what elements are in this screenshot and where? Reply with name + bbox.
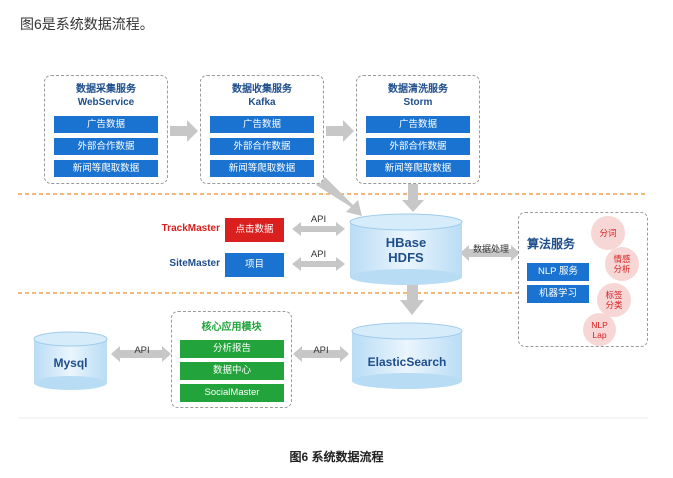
nlp-service-item: NLP 服务 <box>527 263 589 281</box>
trackmaster-label: TrackMaster <box>161 223 220 234</box>
service-subtitle: WebService <box>77 97 135 108</box>
circle-word-segmentation: 分词 <box>591 216 625 250</box>
service-item: 新闻等爬取数据 <box>366 160 470 177</box>
core-title: 核心应用模块 <box>201 322 262 333</box>
service-box-webservice: 数据采集服务 WebService 广告数据 外部合作数据 新闻等爬取数据 <box>44 75 168 184</box>
arrow-storm-to-hbase <box>402 184 424 212</box>
project-box: 项目 <box>225 253 284 277</box>
service-item: 广告数据 <box>366 116 470 133</box>
arrow-api-trackmaster <box>292 222 345 236</box>
circle-nlp-lap: NLP Lap <box>583 313 616 346</box>
arrow-service1-to-2 <box>170 120 198 142</box>
hbase-line2: HDFS <box>388 250 424 265</box>
service-item: 广告数据 <box>210 116 314 133</box>
service-item: 外部合作数据 <box>54 138 158 155</box>
intro-text: 图6是系统数据流程。 <box>20 16 154 32</box>
arrow-api-es <box>293 346 349 362</box>
service-item: 新闻等爬取数据 <box>210 160 314 177</box>
arrow-data-processing <box>460 245 520 261</box>
core-item: 数据中心 <box>180 362 284 380</box>
mysql-cylinder <box>33 331 108 390</box>
data-processing-label: 数据处理 <box>472 244 509 254</box>
service-item: 外部合作数据 <box>210 138 314 155</box>
core-module-box: 核心应用模块 分析报告 数据中心 SocialMaster <box>171 311 292 408</box>
algorithm-title: 算法服务 <box>527 237 576 251</box>
core-item: 分析报告 <box>180 340 284 358</box>
machine-learning-item: 机器学习 <box>527 285 589 303</box>
api-label-es: API <box>313 345 329 356</box>
click-data-box: 点击数据 <box>225 218 284 242</box>
hbase-cylinder <box>349 213 463 285</box>
arrow-api-mysql <box>111 346 171 362</box>
arrow-hbase-to-es <box>400 284 424 315</box>
service-title: 数据采集服务 <box>76 84 136 95</box>
api-label-trackmaster: API <box>310 214 327 225</box>
service-box-kafka: 数据收集服务 Kafka 广告数据 外部合作数据 新闻等爬取数据 <box>200 75 324 184</box>
hbase-label: HBase HDFS <box>350 235 462 265</box>
arrow-service2-to-3 <box>326 120 354 142</box>
circle-tag-classification: 标签 分类 <box>597 283 631 317</box>
service-item: 新闻等爬取数据 <box>54 160 158 177</box>
arrow-kafka-to-hbase <box>316 177 362 216</box>
elasticsearch-cylinder <box>351 322 463 389</box>
service-item: 广告数据 <box>54 116 158 133</box>
api-label-sitemaster: API <box>310 249 327 260</box>
elasticsearch-label: ElasticSearch <box>367 355 447 369</box>
service-title: 数据清洗服务 <box>388 84 448 95</box>
algorithm-service-box: 算法服务 NLP 服务 机器学习 分词 情感 分析 标签 分类 NLP Lap <box>518 212 648 347</box>
service-subtitle: Storm <box>403 97 433 108</box>
service-item: 外部合作数据 <box>366 138 470 155</box>
api-label-mysql: API <box>134 345 150 356</box>
core-item: SocialMaster <box>180 384 284 402</box>
circle-sentiment-analysis: 情感 分析 <box>605 247 639 281</box>
mysql-label: Mysql <box>53 356 88 370</box>
service-box-storm: 数据清洗服务 Storm 广告数据 外部合作数据 新闻等爬取数据 <box>356 75 480 184</box>
service-subtitle: Kafka <box>248 97 276 108</box>
figure-caption: 图6 系统数据流程 <box>289 450 384 464</box>
arrow-api-sitemaster <box>292 257 345 271</box>
sitemaster-label: SiteMaster <box>169 258 220 269</box>
hbase-line1: HBase <box>385 235 427 250</box>
service-title: 数据收集服务 <box>232 84 292 95</box>
